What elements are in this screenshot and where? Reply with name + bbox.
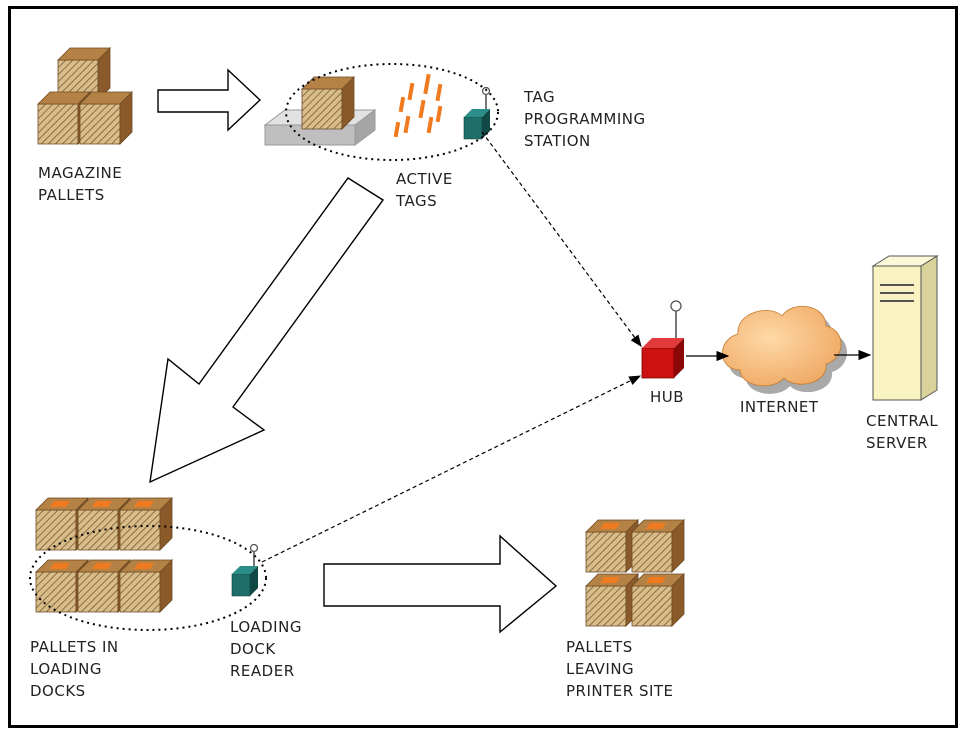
arrow-to-loading-docks	[149, 177, 385, 484]
arrow-to-leaving-pallets	[323, 534, 558, 634]
label-tag-programming-station: TAG PROGRAMMING STATION	[524, 88, 646, 150]
label-magazine-pallets: MAGAZINE PALLETS	[38, 164, 123, 204]
magazine-pallets-icon	[37, 47, 133, 145]
label-hub: HUB	[650, 388, 685, 406]
loading-dock-grouping-ellipse	[29, 525, 267, 631]
hub-icon	[641, 300, 684, 379]
label-internet: INTERNET	[740, 398, 819, 416]
label-central-server: CENTRAL SERVER	[866, 412, 939, 452]
label-loading-dock-reader: LOADING DOCK READER	[230, 618, 302, 680]
central-server-icon	[871, 255, 939, 401]
internet-cloud-icon	[722, 305, 847, 394]
arrow-to-station	[157, 68, 262, 132]
label-pallets-in-loading-docks: PALLETS IN LOADING DOCKS	[30, 638, 119, 700]
station-grouping-ellipse	[285, 63, 499, 161]
active-tags-icon	[393, 73, 443, 138]
programming-station-reader-icon	[463, 86, 491, 140]
loading-docks-pallets-icon	[35, 497, 173, 613]
loading-dock-reader-icon	[231, 543, 259, 597]
label-active-tags: ACTIVE TAGS	[396, 170, 453, 210]
station-to-hub-dashed-link	[481, 131, 642, 347]
label-pallets-leaving-printer-site: PALLETS LEAVING PRINTER SITE	[566, 638, 674, 700]
tag-programming-station-icon	[263, 76, 377, 146]
diagram-frame	[8, 6, 958, 728]
leaving-pallets-icon	[585, 519, 685, 627]
dock-reader-to-hub-dashed-link	[261, 375, 642, 563]
